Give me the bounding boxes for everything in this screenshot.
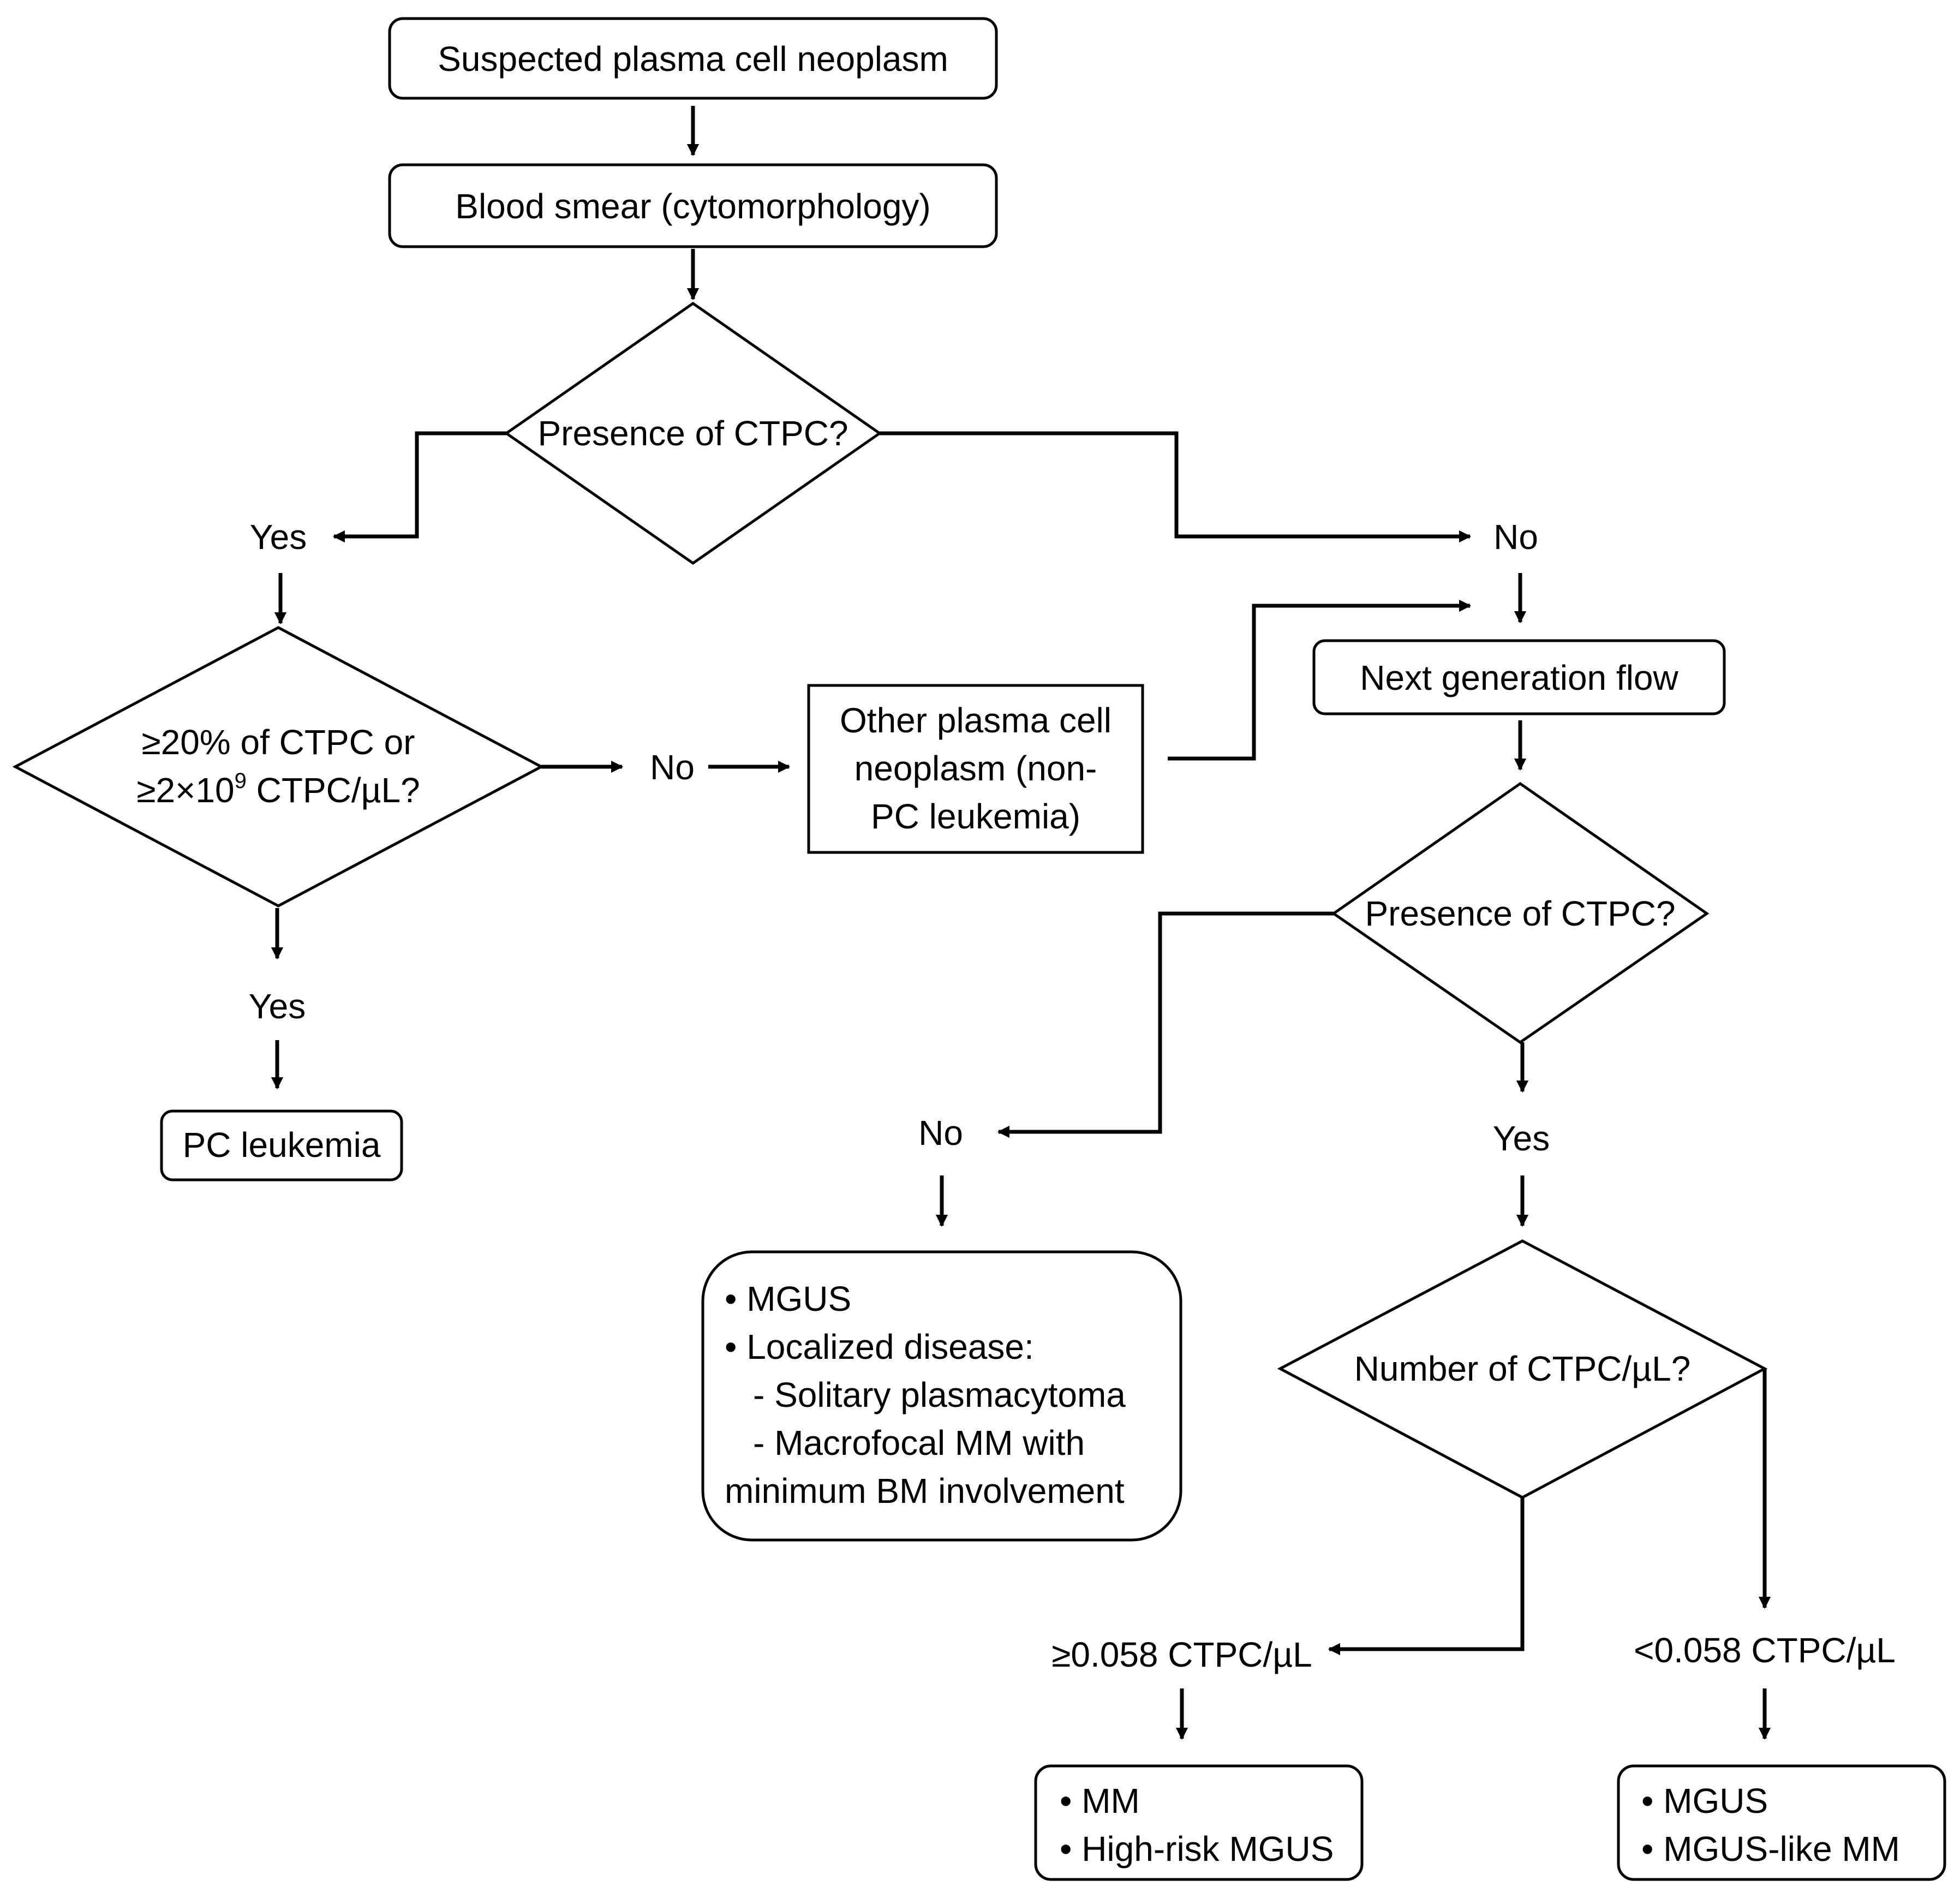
arrow-q1-no xyxy=(880,431,1472,543)
arrow-other-to-ngf xyxy=(1168,599,1472,761)
blood-smear-label: Blood smear (cytomorphology) xyxy=(455,187,930,226)
low-result-line2: • MGUS-like MM xyxy=(1641,1829,1900,1869)
localized-line1: • MGUS xyxy=(725,1279,851,1318)
localized-line4: - Macrofocal MM with xyxy=(753,1423,1085,1463)
other-line2: neoplasm (non- xyxy=(854,749,1097,788)
decision-2-line2-a: ≥2×10 xyxy=(136,771,234,810)
decision-2-line2: ≥2×109 CTPC/µL? xyxy=(136,769,420,810)
high-result-line2: • High-risk MGUS xyxy=(1060,1829,1334,1869)
other-line3: PC leukemia) xyxy=(871,797,1080,836)
decision-2-superscript: 9 xyxy=(235,769,247,793)
arrow-q3-no xyxy=(997,911,1334,1138)
decision-4-label: Number of CTPC/µL? xyxy=(1354,1349,1691,1388)
decision-2-line2-b: CTPC/µL? xyxy=(247,771,420,810)
blood-smear-node: Blood smear (cytomorphology) xyxy=(388,163,998,248)
arrow-q4-high xyxy=(1328,1497,1525,1656)
ngf-label: Next generation flow xyxy=(1360,658,1678,697)
decision-number-ctpc: Number of CTPC/µL? xyxy=(1277,1239,1768,1499)
q4-high-label: ≥0.058 CTPC/µL xyxy=(1051,1635,1312,1674)
q3-yes-label: Yes xyxy=(1493,1119,1550,1158)
localized-line5: minimum BM involvement xyxy=(725,1471,1125,1511)
low-risk-result-node: • MGUS • MGUS-like MM xyxy=(1617,1764,1946,1881)
decision-presence-ctpc-2: Presence of CTPC? xyxy=(1331,781,1710,1045)
start-label: Suspected plasma cell neoplasm xyxy=(438,39,948,79)
pc-leukemia-label: PC leukemia xyxy=(183,1125,381,1165)
decision-threshold: ≥20% of CTPC or ≥2×109 CTPC/µL? xyxy=(12,626,545,908)
q1-no-label: No xyxy=(1493,517,1538,557)
q2-yes-label: Yes xyxy=(249,987,306,1026)
localized-disease-node: • MGUS • Localized disease: - Solitary p… xyxy=(701,1250,1182,1542)
q2-no-label: No xyxy=(650,748,695,787)
arrow-q1-yes xyxy=(332,431,506,543)
high-risk-result-node: • MM • High-risk MGUS xyxy=(1034,1764,1364,1881)
low-result-line1: • MGUS xyxy=(1641,1781,1768,1821)
high-result-line1: • MM xyxy=(1060,1781,1140,1821)
other-line1: Other plasma cell xyxy=(840,701,1112,740)
decision-1-label: Presence of CTPC? xyxy=(537,414,848,453)
localized-line3: - Solitary plasmacytoma xyxy=(753,1375,1126,1414)
q1-yes-label: Yes xyxy=(250,517,307,557)
pc-leukemia-node: PC leukemia xyxy=(160,1109,403,1181)
decision-3-label: Presence of CTPC? xyxy=(1365,894,1675,933)
decision-2-line1: ≥20% of CTPC or xyxy=(141,723,415,762)
localized-line2: • Localized disease: xyxy=(725,1327,1034,1366)
q3-no-label: No xyxy=(918,1113,963,1153)
start-node: Suspected plasma cell neoplasm xyxy=(388,17,998,100)
decision-presence-ctpc-1: Presence of CTPC? xyxy=(504,301,882,565)
other-neoplasm-node: Other plasma cell neoplasm (non- PC leuk… xyxy=(807,684,1144,854)
next-generation-flow-node: Next generation flow xyxy=(1312,639,1726,715)
q4-low-label: <0.058 CTPC/µL xyxy=(1634,1631,1896,1670)
